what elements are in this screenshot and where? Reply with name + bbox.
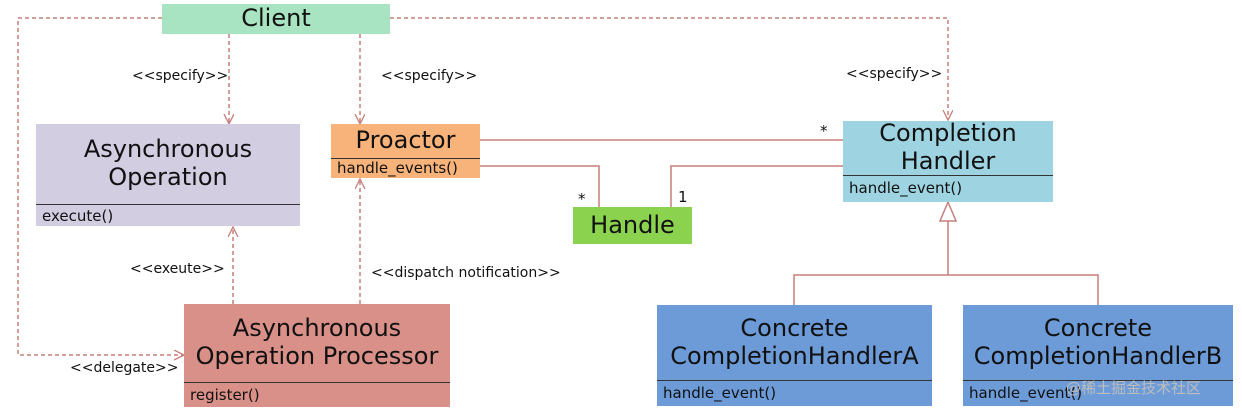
proactor-box: Proactor handle_events() <box>331 124 480 178</box>
specify-label-middle: <<specify>> <box>381 68 478 84</box>
specify-label-left: <<specify>> <box>132 68 229 84</box>
client-to-processor-delegate <box>17 17 184 355</box>
completion-handler-box: Completion Handler handle_event() <box>843 119 1053 202</box>
specify-label-right: <<specify>> <box>846 66 943 82</box>
generalization-arrowhead <box>938 200 958 222</box>
client-to-handler-specify <box>390 17 948 120</box>
proactor-title: Proactor <box>355 126 456 155</box>
proactor-handle-association <box>480 165 600 207</box>
generalization-branch <box>793 274 1099 305</box>
concrete-handler-b-box: Concrete CompletionHandlerB handle_event… <box>963 305 1233 406</box>
async-operation-box: Asynchronous Operation execute() <box>36 124 300 226</box>
processor-title: Asynchronous Operation Processor <box>195 314 439 370</box>
multiplicity-handler-handle: 1 <box>678 188 688 206</box>
multiplicity-proactor-handle: * <box>578 190 586 208</box>
concrete-handler-a-method: handle_event() <box>657 380 932 406</box>
concrete-handler-a-title: Concrete CompletionHandlerA <box>670 313 919 370</box>
completion-handler-method: handle_event() <box>843 175 1053 202</box>
completion-handler-title: Completion Handler <box>879 119 1017 175</box>
delegate-label: <<delegate>> <box>70 360 179 376</box>
async-operation-title: Asynchronous Operation <box>83 135 253 191</box>
concrete-handler-a-box: Concrete CompletionHandlerA handle_event… <box>657 305 932 406</box>
processor-method: register() <box>184 382 450 407</box>
processor-box: Asynchronous Operation Processor registe… <box>184 304 450 407</box>
dispatch-notification-label: <<dispatch notification>> <box>371 265 561 281</box>
exeute-label: <<exeute>> <box>130 261 225 277</box>
async-operation-method: execute() <box>36 204 300 226</box>
multiplicity-proactor-handler: * <box>820 122 828 140</box>
concrete-handler-b-method: handle_event() <box>963 380 1233 406</box>
proactor-method: handle_events() <box>331 158 480 178</box>
watermark-text: @稀土掘金技术社区 <box>1066 379 1202 397</box>
concrete-handler-b-title: Concrete CompletionHandlerB <box>973 313 1223 370</box>
handler-handle-association <box>670 165 843 207</box>
handle-box: Handle <box>573 207 692 244</box>
client-title: Client <box>241 4 311 33</box>
handle-title: Handle <box>590 210 675 239</box>
client-box: Client <box>162 4 390 34</box>
